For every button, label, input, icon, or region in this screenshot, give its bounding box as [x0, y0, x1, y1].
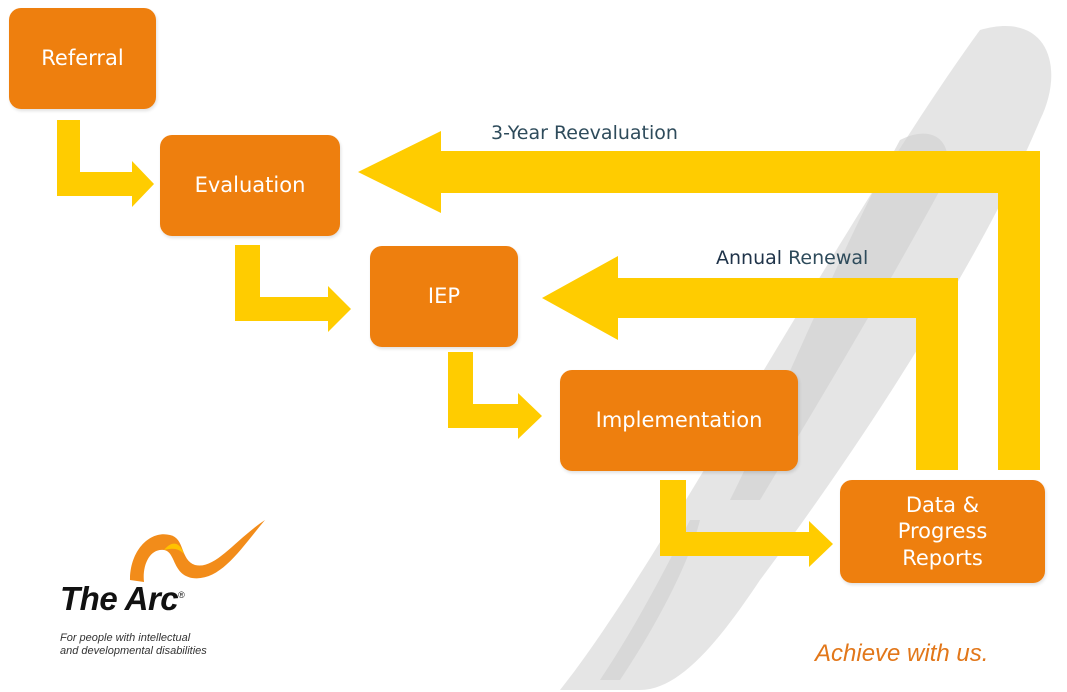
step-data-progress-reports: Data & Progress Reports: [840, 480, 1045, 583]
arrow-annual-renewal: [542, 256, 958, 470]
label-annual-suffix: Renewal: [782, 247, 869, 269]
step-data-progress-reports-label: Data & Progress Reports: [897, 493, 988, 570]
label-annual-prefix: Annual: [716, 247, 783, 269]
label-three-year-reevaluation: 3-Year Reevaluation: [491, 122, 678, 144]
step-iep: IEP: [370, 246, 518, 347]
arrow-implementation-to-data: [660, 480, 833, 567]
arc-logo-name: The Arc®: [60, 580, 185, 617]
arrow-evaluation-to-iep: [235, 245, 351, 332]
arc-logo-swoosh-icon: [130, 520, 265, 582]
step-evaluation-label: Evaluation: [194, 173, 306, 198]
slogan: Achieve with us.: [815, 640, 989, 667]
arrow-three-year-reevaluation: [358, 131, 1040, 470]
step-referral: Referral: [9, 8, 156, 109]
arrow-iep-to-implementation: [448, 352, 542, 439]
label-annual-renewal: Annual Renewal: [716, 247, 868, 269]
arrow-referral-to-evaluation: [57, 120, 154, 207]
step-implementation-label: Implementation: [595, 408, 763, 433]
step-evaluation: Evaluation: [160, 135, 340, 236]
step-implementation: Implementation: [560, 370, 798, 471]
arc-tagline: For people with intellectual and develop…: [60, 632, 207, 657]
step-iep-label: IEP: [427, 284, 461, 309]
step-referral-label: Referral: [41, 46, 124, 71]
